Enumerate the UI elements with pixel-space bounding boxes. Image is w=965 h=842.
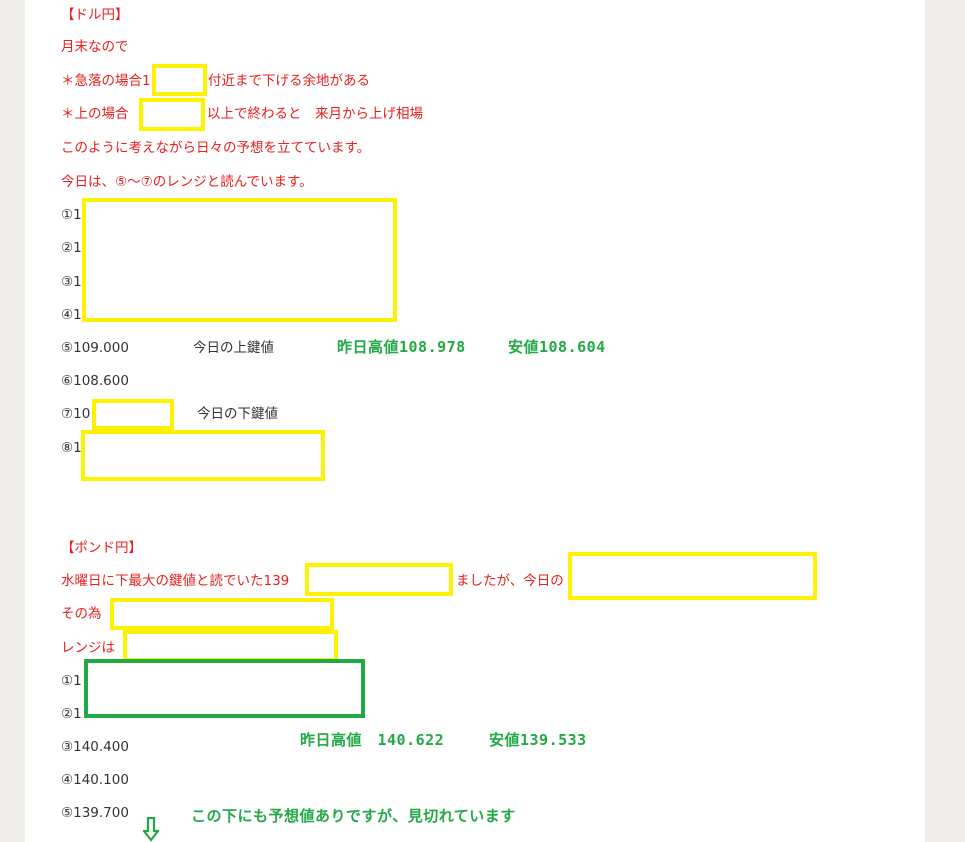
down-arrow-icon — [143, 817, 159, 842]
gbpjpy-line2: その為 — [61, 606, 102, 622]
gbpjpy-yesterday-high: 昨日高値 140.622 — [300, 731, 445, 749]
usdjpy-heading: 【ドル円】 — [61, 7, 129, 23]
usdjpy-line3b: 以上で終わると 来月から上げ相場 — [207, 106, 423, 122]
usdjpy-line3a: ＊上の場合 — [61, 106, 129, 122]
usdjpy-level-4: ④1 — [61, 307, 82, 323]
gbpjpy-heading: 【ポンド円】 — [61, 540, 142, 556]
gbpjpy-level-2: ②1 — [61, 706, 82, 722]
usdjpy-level-7: ⑦10 — [61, 406, 91, 422]
usdjpy-lower-key: 今日の下鍵値 — [197, 406, 278, 422]
usdjpy-level-6: ⑥108.600 — [61, 373, 129, 389]
usdjpy-level-3: ③1 — [61, 274, 82, 290]
cutoff-note: この下にも予想値ありですが、見切れています — [191, 807, 516, 825]
redaction-box — [568, 552, 817, 600]
redaction-box — [81, 430, 325, 481]
redaction-box — [305, 563, 453, 596]
usdjpy-line5: 今日は、⑤～⑦のレンジと読んでいます。 — [61, 174, 313, 190]
usdjpy-yesterday-high: 昨日高値108.978 — [337, 338, 466, 356]
redaction-box — [139, 98, 205, 131]
usdjpy-level-2: ②1 — [61, 240, 82, 256]
usdjpy-line4: このように考えながら日々の予想を立てています。 — [61, 140, 371, 156]
usdjpy-level-1: ①1 — [61, 207, 82, 223]
redaction-box — [92, 399, 174, 430]
redaction-box — [123, 630, 338, 662]
gbpjpy-line3: レンジは — [61, 640, 115, 656]
usdjpy-level-8: ⑧1 — [61, 440, 82, 456]
usdjpy-line2a: ＊急落の場合1 — [61, 73, 151, 89]
redaction-box — [152, 64, 207, 96]
gbpjpy-line1b: ましたが、今日の — [456, 573, 564, 589]
usdjpy-line2b: 付近まで下げる余地がある — [208, 73, 370, 89]
gbpjpy-level-3: ③140.400 — [61, 739, 129, 755]
redaction-box — [110, 598, 334, 630]
gbpjpy-level-4: ④140.100 — [61, 772, 129, 788]
usdjpy-yesterday-low: 安値108.604 — [508, 338, 606, 356]
gbpjpy-level-5: ⑤139.700 — [61, 805, 129, 821]
usdjpy-level-5: ⑤109.000 — [61, 340, 129, 356]
usdjpy-line1: 月末なので — [61, 39, 129, 55]
usdjpy-upper-key: 今日の上鍵値 — [193, 340, 274, 356]
gbpjpy-level-1: ①1 — [61, 673, 82, 689]
gbpjpy-line1a: 水曜日に下最大の鍵値と読でいた139 — [61, 573, 290, 589]
highlight-box — [84, 659, 365, 718]
redaction-box — [82, 198, 397, 322]
gbpjpy-yesterday-low: 安値139.533 — [489, 731, 587, 749]
